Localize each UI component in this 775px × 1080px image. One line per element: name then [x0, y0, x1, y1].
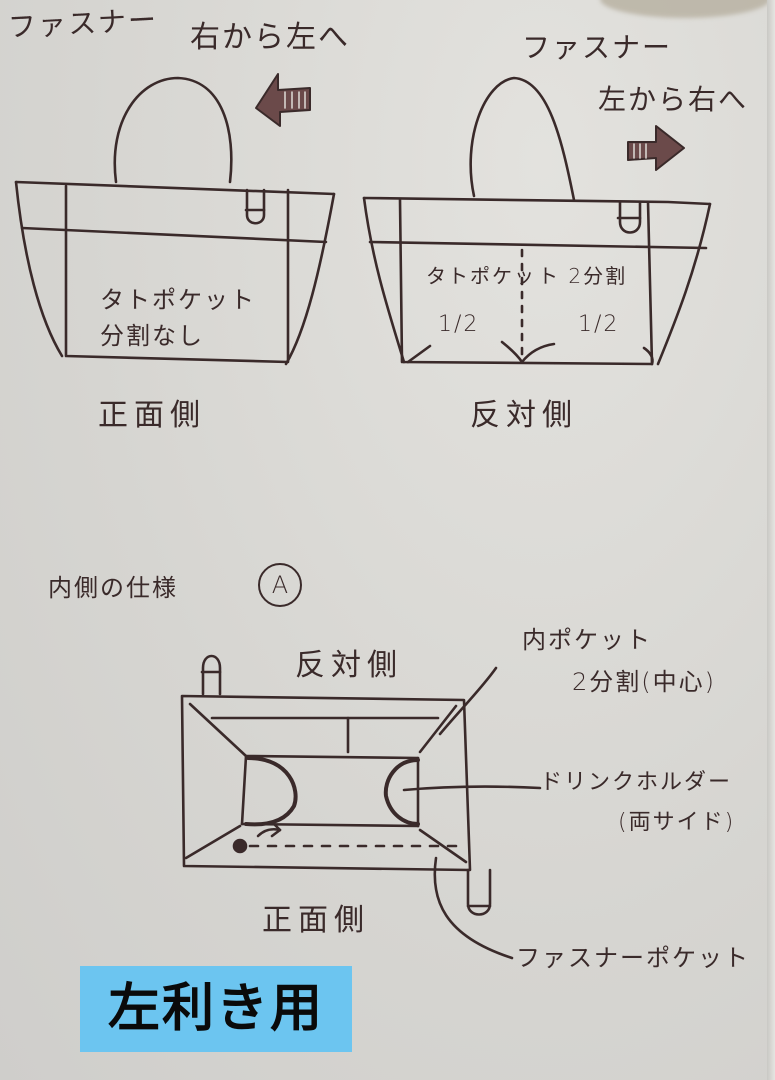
drink-holder-left	[244, 756, 298, 827]
front-pocket-label: タトポケット	[100, 286, 256, 314]
inner-tab-bottom	[466, 868, 492, 916]
back-zipper-label: ファスナー	[522, 31, 673, 64]
arrow-left-icon	[255, 73, 311, 127]
back-pocket-label-part2: ト 2分割	[538, 264, 628, 288]
inner-pocket-label: 内ポケット	[522, 626, 652, 654]
back-zipper-direction-label: 左から右へ	[598, 83, 749, 116]
arrow-right-icon	[627, 125, 685, 171]
half-right-label: 1/2	[578, 312, 620, 337]
inner-tab-top	[201, 654, 222, 696]
front-zipper-direction-label: 右から左へ	[190, 20, 350, 55]
front-bag-sketch	[14, 76, 336, 366]
spec-marker-circle: A	[258, 563, 302, 607]
back-side-label: 反対側	[470, 398, 578, 433]
paper-edge	[767, 0, 775, 1080]
back-pocket-label-part1: タトポケッ	[426, 264, 536, 288]
paper-smudge	[600, 0, 770, 18]
front-bag-tab	[245, 188, 266, 225]
back-bag-handle	[469, 76, 576, 202]
inner-bag-sketch	[180, 654, 542, 960]
inner-front-side-label: 正面側	[262, 903, 370, 938]
half-left-label: 1/2	[438, 312, 480, 337]
zipper-pocket-label: ファスナーポケット	[516, 944, 750, 972]
inner-spec-heading: 内側の仕様	[48, 574, 178, 602]
front-pocket-division-label: 分割なし	[100, 322, 204, 350]
inner-back-side-label: 反対側	[295, 648, 403, 683]
drink-holder-sides-label: (両サイド)	[618, 810, 736, 835]
front-bag-handle	[113, 76, 233, 184]
drink-holder-right	[383, 758, 420, 826]
left-handed-badge: 左利き用	[80, 966, 352, 1052]
drink-holder-label: ドリンクホルダー	[540, 770, 733, 795]
front-zipper-label: ファスナー	[7, 3, 159, 44]
front-side-label: 正面側	[98, 398, 206, 433]
inner-pocket-division-label: 2分割(中心)	[572, 668, 716, 696]
back-bag-sketch	[362, 76, 712, 366]
